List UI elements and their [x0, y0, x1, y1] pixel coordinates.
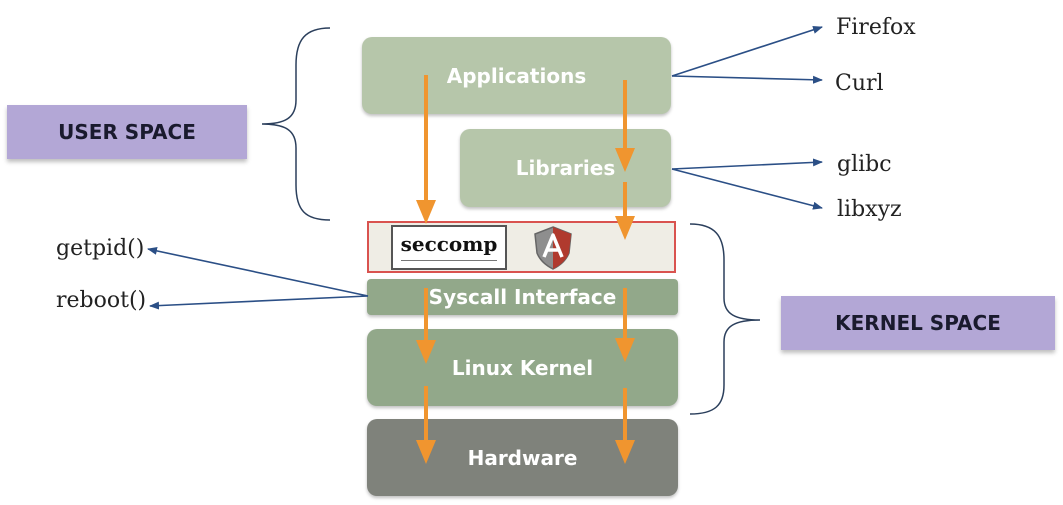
getpid-label: getpid() — [56, 236, 145, 261]
user-space-brace — [261, 27, 331, 221]
flow-arrows-left — [416, 75, 436, 464]
linux-kernel-label: Linux Kernel — [451, 355, 594, 380]
flow-arrows-right — [615, 80, 635, 464]
kernel-space-text: KERNEL SPACE — [835, 311, 1001, 335]
user-space-label: USER SPACE — [7, 105, 247, 159]
reboot-label: reboot() — [56, 288, 147, 313]
glibc-label: glibc — [837, 152, 892, 177]
curl-label: Curl — [835, 71, 884, 96]
applications-label: Applications — [446, 63, 587, 88]
kernel-space-brace — [689, 223, 761, 415]
applications-layer: Applications — [362, 37, 671, 114]
seccomp-logo: seccomp — [391, 225, 507, 270]
firefox-label: Firefox — [836, 15, 916, 40]
libraries-label: Libraries — [515, 156, 616, 180]
user-space-text: USER SPACE — [58, 120, 196, 144]
syscall-interface-label: Syscall Interface — [428, 285, 617, 309]
seccomp-logo-text: seccomp — [400, 232, 498, 256]
seccomp-logo-underline — [401, 260, 497, 261]
pointer-arrows — [147, 25, 823, 310]
hardware-label: Hardware — [467, 445, 578, 470]
kernel-space-label: KERNEL SPACE — [781, 296, 1055, 350]
libxyz-label: libxyz — [837, 197, 902, 222]
libraries-layer: Libraries — [460, 129, 671, 207]
shield-icon — [531, 225, 575, 271]
